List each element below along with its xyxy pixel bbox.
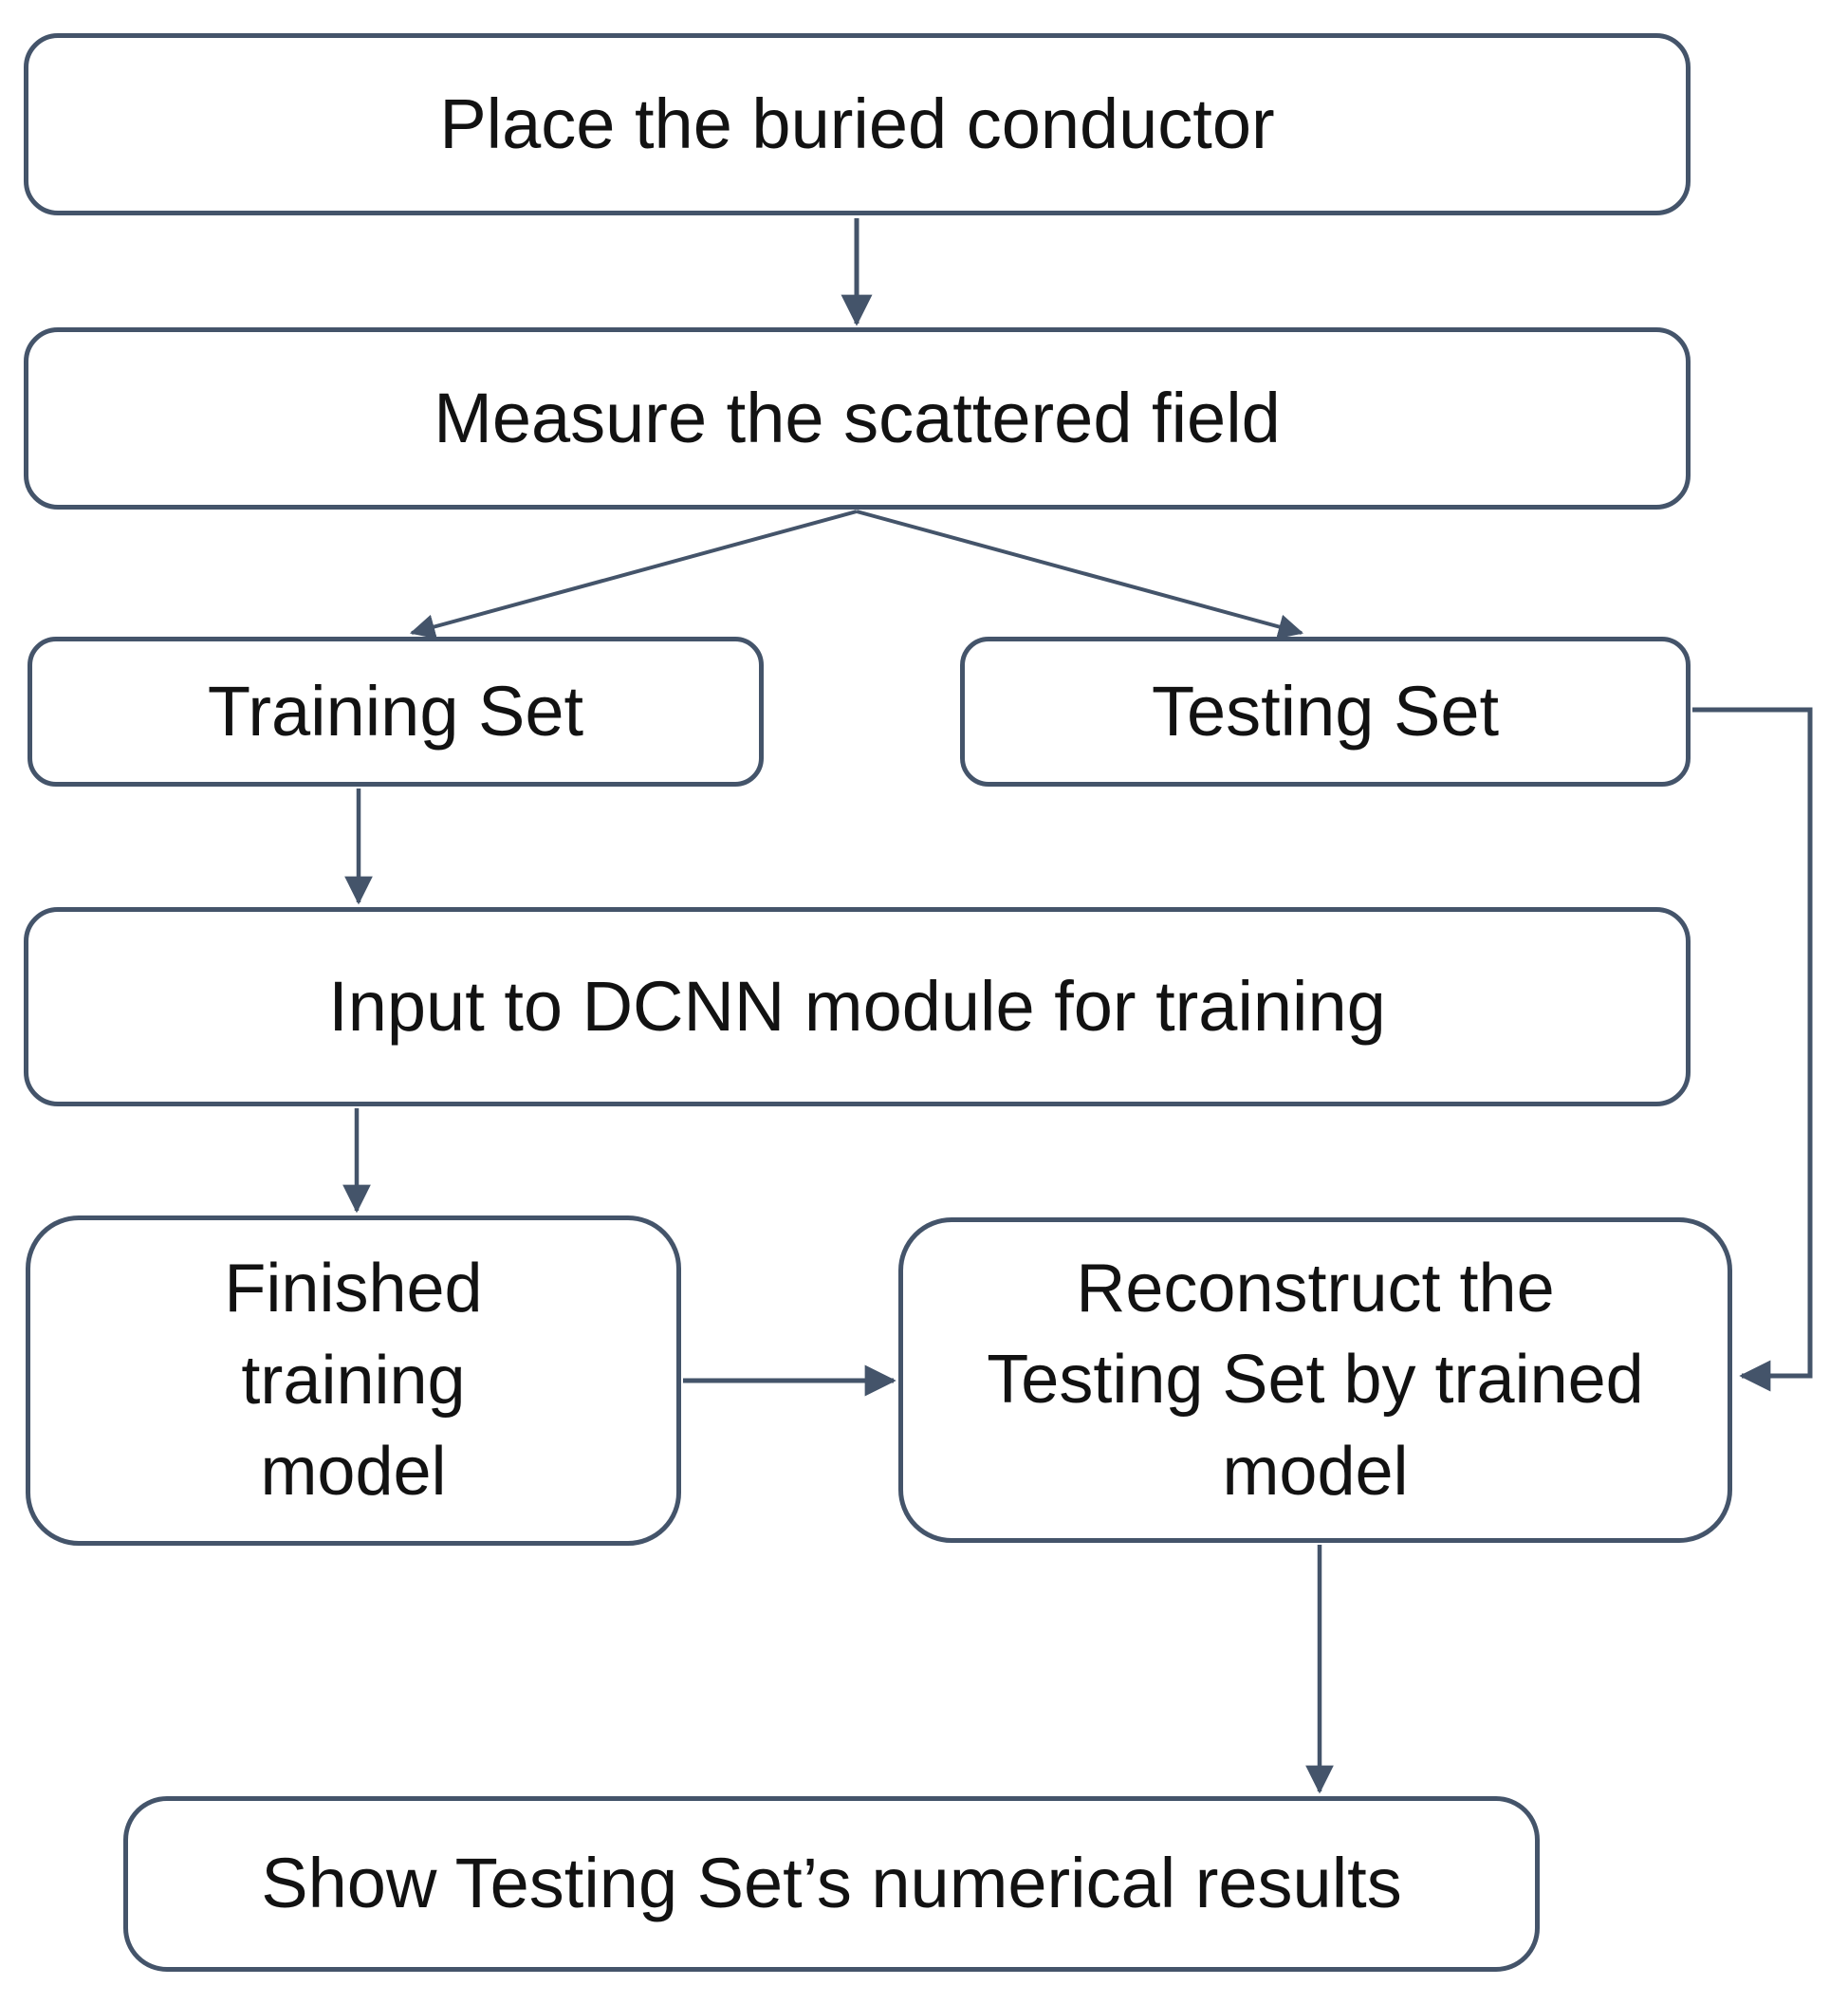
node-label: Input to DCNN module for training — [328, 966, 1386, 1046]
arrow-measure-to-testing-set — [856, 510, 1304, 640]
node-label-line: model — [260, 1434, 447, 1511]
node-training-set: Training Set — [28, 637, 764, 787]
node-place-buried-conductor: Place the buried conductor — [24, 33, 1691, 215]
node-label: Testing Set — [1151, 671, 1500, 751]
node-label-line: Finished — [224, 1251, 483, 1327]
node-label-line: model — [1222, 1433, 1409, 1510]
arrow-testing-set-to-reconstruct — [1692, 707, 1813, 1392]
node-label-line: Reconstruct the — [1076, 1250, 1555, 1327]
node-reconstruct-testing-set: Reconstruct the Testing Set by trained m… — [898, 1217, 1732, 1543]
node-label: Place the buried conductor — [439, 84, 1275, 163]
node-label: Finished training model — [224, 1243, 482, 1517]
node-input-dcnn-training: Input to DCNN module for training — [24, 907, 1691, 1106]
node-finished-training-model: Finished training model — [26, 1215, 681, 1546]
node-show-numerical-results: Show Testing Set’s numerical results — [123, 1796, 1540, 1972]
node-label-line: Testing Set by trained — [987, 1342, 1644, 1419]
node-label: Show Testing Set’s numerical results — [261, 1844, 1402, 1923]
node-label-line: training — [241, 1342, 466, 1419]
node-measure-scattered-field: Measure the scattered field — [24, 327, 1691, 510]
node-label: Training Set — [207, 671, 584, 751]
node-testing-set: Testing Set — [960, 637, 1691, 787]
arrow-measure-to-training-set — [409, 510, 858, 640]
node-label: Reconstruct the Testing Set by trained m… — [987, 1243, 1643, 1517]
node-label: Measure the scattered field — [434, 378, 1281, 457]
